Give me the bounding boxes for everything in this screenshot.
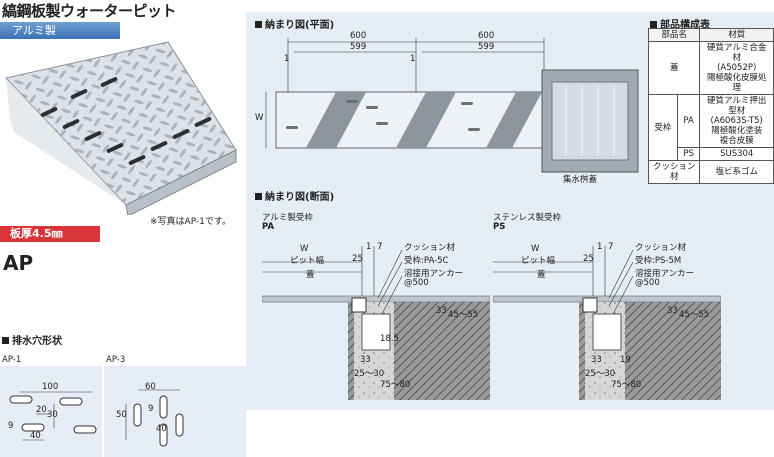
holes-heading: 排水穴形状 <box>2 332 62 347</box>
pa-dim-45-55: 45〜55 <box>448 310 479 320</box>
ps-frame: 受枠:PS-5M <box>635 256 682 266</box>
thickness-badge: 板厚4.5㎜ <box>0 226 100 242</box>
parts-row-lid-material: 硬質アルミ合金材 (A5052P) 陽極酸化皮膜処理 <box>699 41 774 95</box>
section-heading: 納まり図(断面) <box>255 188 334 203</box>
plan-dim-599-a: 599 <box>350 42 367 52</box>
parts-row-frame-pa: PA <box>676 94 701 148</box>
pa-lid: 蓋 <box>306 270 315 280</box>
ps-dim-19: 19 <box>620 355 631 365</box>
ps-dim-33-h: 33 <box>591 355 602 365</box>
ps-caption: ステンレス製受枠 <box>493 213 562 223</box>
parts-row-frame-pa-material: 硬質アルミ押出型材 (A6063S-T5) 陽極酸化塗装 複合皮膜 <box>699 94 774 148</box>
parts-row-cushion-name: クッション材 <box>647 160 701 184</box>
ap1-dim-100: 100 <box>42 382 59 392</box>
parts-col-name: 部品名 <box>647 28 701 42</box>
ps-dim-25-30: 25〜30 <box>585 369 616 379</box>
pa-dim-25-30: 25〜30 <box>354 369 385 379</box>
ap1-dim-40: 40 <box>30 431 41 441</box>
pa-pitch: @500 <box>404 278 429 288</box>
pa-dim-1: 1 <box>366 242 372 252</box>
parts-row-frame-ps: PS <box>676 147 701 161</box>
ps-code: PS <box>493 222 506 232</box>
plan-heading: 納まり図(平面) <box>255 16 334 31</box>
ps-pit-width: ピット幅 <box>521 256 556 266</box>
catch-basin-label: 集水桝蓋 <box>563 175 598 185</box>
pa-dim-75-80: 75〜80 <box>380 380 411 390</box>
plan-dim-599-b: 599 <box>478 42 495 52</box>
ap3-dim-9: 9 <box>148 404 154 414</box>
plan-dim-600-b: 600 <box>478 31 495 41</box>
ps-lid: 蓋 <box>537 270 546 280</box>
parts-col-material: 材質 <box>699 28 774 42</box>
ps-dim-7: 7 <box>608 242 614 252</box>
material-badge: アルミ製 <box>0 22 120 39</box>
photo-note: ※写真はAP-1です。 <box>150 217 232 227</box>
model-code: AP <box>3 251 34 275</box>
ps-dim-45-55: 45〜55 <box>679 310 710 320</box>
ps-pitch: @500 <box>635 278 660 288</box>
ps-w: W <box>531 244 540 254</box>
ps-dim-33-v: 33 <box>667 306 678 316</box>
pa-dim-25: 25 <box>352 254 363 264</box>
pa-dim-33-v: 33 <box>436 306 447 316</box>
ps-cushion: クッション材 <box>635 243 687 253</box>
ap3-dim-40: 40 <box>156 424 167 434</box>
product-photo <box>5 41 237 215</box>
section-ps-drawing <box>493 246 721 400</box>
pa-dim-7: 7 <box>377 242 383 252</box>
hole-shapes-panel <box>0 366 246 457</box>
ap1-label: AP-1 <box>2 355 22 365</box>
ap3-dim-60: 60 <box>145 382 156 392</box>
section-pa-drawing <box>262 246 490 400</box>
pa-w: W <box>300 244 309 254</box>
plan-dim-gap-b: 1 <box>410 54 416 64</box>
parts-row-lid-name: 蓋 <box>647 41 701 95</box>
hole-shapes-drawing <box>9 366 184 457</box>
pa-dim-33-h: 33 <box>360 355 371 365</box>
pa-dim-185: 18.5 <box>380 334 399 344</box>
pa-pit-width: ピット幅 <box>290 256 325 266</box>
ap1-dim-30: 30 <box>47 410 58 420</box>
pa-frame: 受枠:PA-5C <box>404 256 449 266</box>
ps-anchor: 溶接用アンカー <box>635 269 695 279</box>
plan-w-label: W <box>255 113 264 123</box>
ps-dim-1: 1 <box>597 242 603 252</box>
parts-table: 部品名 材質 蓋 硬質アルミ合金材 (A5052P) 陽極酸化皮膜処理 受枠 P… <box>647 28 774 184</box>
parts-row-frame-ps-material: SUS304 <box>699 147 774 161</box>
pa-code: PA <box>262 222 275 232</box>
product-title: 縞鋼板製ウォーターピット <box>2 2 177 20</box>
ps-dim-75-80: 75〜80 <box>611 380 642 390</box>
parts-heading: 部品構成表 <box>650 16 710 31</box>
plan-dim-gap-a: 1 <box>284 54 290 64</box>
ap1-dim-9: 9 <box>8 421 14 431</box>
plan-drawing <box>265 38 639 173</box>
ap3-label: AP-3 <box>106 355 126 365</box>
plan-dim-600-a: 600 <box>350 31 367 41</box>
ap1-dim-20: 20 <box>36 405 47 415</box>
pa-cushion: クッション材 <box>404 243 456 253</box>
ps-dim-25: 25 <box>583 254 594 264</box>
pa-anchor: 溶接用アンカー <box>404 269 464 279</box>
pa-caption: アルミ製受枠 <box>262 213 313 223</box>
parts-row-frame-name: 受枠 <box>648 94 678 161</box>
ap3-dim-50: 50 <box>116 410 127 420</box>
parts-row-cushion-material: 塩ビ系ゴム <box>699 160 774 184</box>
